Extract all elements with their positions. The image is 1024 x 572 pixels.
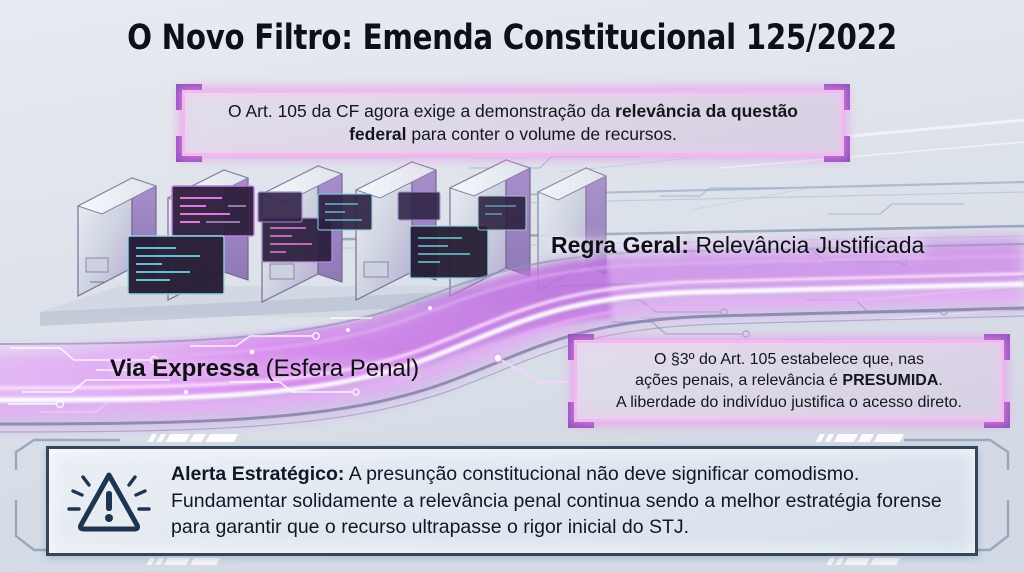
label-via-expressa-rest: (Esfera Penal) [259,355,420,382]
callout-penal-line-0: O §3º do Art. 105 estabelece que, nas [653,350,925,368]
label-regra-geral: Regra Geral: Relevância Justificada [551,232,924,259]
callout-paragrafo-3-frame: O §3º do Art. 105 estabelece que, nas aç… [574,340,1004,422]
callout-penal-line-2: A liberdade do indivíduo justifica o ace… [616,393,962,411]
bracket-top-left [568,334,594,360]
alert-heading: Alerta Estratégico: [171,462,345,485]
callout-seg-1: relevância da questão federal [349,101,799,144]
bracket-bottom-right [984,402,1010,428]
page-title: O Novo Filtro: Emenda Constitucional 125… [127,18,897,58]
bracket-bottom-left [176,136,202,162]
alert-corner-top-right [952,446,978,472]
callout-art-105-text: O Art. 105 da CF agora exige a demonstra… [199,100,827,146]
label-regra-geral-bold: Regra Geral: [551,232,690,258]
callout-penal-line-1: ações penais, a relevância é PRESUMIDA. [635,372,943,390]
callout-connector-line [493,353,572,384]
alert-body: A presunção constitucional não deve sign… [171,462,942,539]
bracket-top-left [176,84,202,110]
alert-panel: Alerta Estratégico: A presunção constitu… [46,446,978,556]
warning-triangle-icon [67,472,151,532]
callout-seg-2: para conter o volume de recursos. [406,124,677,144]
bracket-top-right [984,334,1010,360]
callout-penal-bold-term: PRESUMIDA [842,372,939,390]
bracket-top-right [824,84,850,110]
callout-paragrafo-3: O §3º do Art. 105 estabelece que, nas aç… [568,334,1010,428]
alert-corner-bottom-left [46,530,72,556]
alert-text: Alerta Estratégico: A presunção constitu… [171,461,957,542]
bracket-bottom-left [568,402,594,428]
callout-seg-0: O Art. 105 da CF agora exige a demonstra… [227,101,616,122]
server-rack-illustration [40,159,608,326]
label-via-expressa: Via Expressa (Esfera Penal) [110,355,419,383]
label-regra-geral-rest: Relevância Justificada [689,232,925,258]
callout-art-105-frame: O Art. 105 da CF agora exige a demonstra… [182,90,844,156]
callout-paragrafo-3-text: O §3º do Art. 105 estabelece que, nas aç… [616,349,962,413]
callout-art-105: O Art. 105 da CF agora exige a demonstra… [176,84,850,162]
bracket-bottom-right [824,136,850,162]
label-via-expressa-bold: Via Expressa [110,355,260,382]
